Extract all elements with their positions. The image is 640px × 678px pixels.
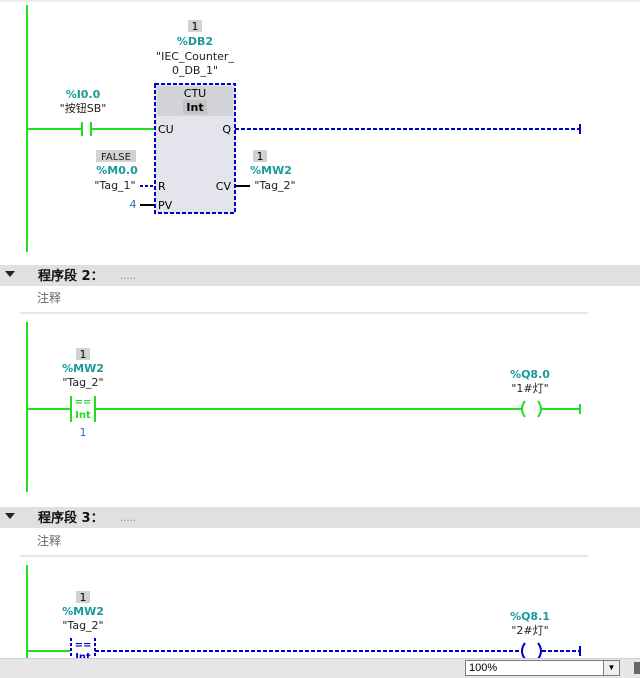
coil-name: "1#灯" — [511, 382, 548, 395]
contact-address[interactable]: %I0.0 — [66, 88, 101, 101]
r-monitor-value: FALSE — [101, 152, 131, 163]
status-indicator — [634, 662, 640, 674]
network-3: 1 %MW2 "Tag_2" == Int %Q8.1 "2#灯" — [26, 565, 581, 658]
cmp-monitor-ref: 1 — [80, 591, 87, 604]
network-2-title-field[interactable]: ..... — [120, 271, 136, 282]
output-coil[interactable] — [521, 642, 542, 658]
pin-cu: CU — [158, 123, 174, 136]
cmp-value[interactable]: 1 — [80, 426, 87, 439]
coil-address[interactable]: %Q8.0 — [510, 368, 550, 381]
network-3-header[interactable]: 程序段 3： ..... — [0, 507, 640, 528]
zoom-value: 100% — [469, 662, 498, 674]
instance-db-name-cont: 0_DB_1" — [172, 64, 218, 77]
network-2-header[interactable]: 程序段 2： ..... — [0, 265, 640, 286]
network-3-title-field[interactable]: ..... — [120, 513, 136, 524]
status-bar: 100% ▼ — [0, 658, 640, 678]
block-type: CTU — [184, 87, 206, 100]
cmp-name: "Tag_2" — [62, 619, 103, 632]
block-datatype[interactable]: Int — [186, 101, 203, 114]
pin-q: Q — [222, 123, 231, 136]
pv-value[interactable]: 4 — [130, 198, 137, 211]
cv-monitor-ref: 1 — [257, 150, 264, 163]
network-2-title: 程序段 2： — [38, 268, 104, 284]
instance-db-address[interactable]: %DB2 — [177, 35, 213, 48]
cmp-name: "Tag_2" — [62, 376, 103, 389]
network-1: 1 %DB2 "IEC_Counter_ 0_DB_1" %I0.0 "按钮SB… — [0, 0, 640, 252]
network-3-title: 程序段 3： — [38, 510, 104, 526]
cmp-type: Int — [75, 410, 91, 421]
collapse-icon[interactable] — [5, 271, 15, 277]
r-name: "Tag_1" — [94, 179, 135, 192]
compare-equal-instruction[interactable]: == Int — [70, 638, 96, 658]
network-3-comment[interactable]: 注释 — [20, 533, 588, 557]
instance-db-name[interactable]: "IEC_Counter_ — [156, 50, 234, 63]
pin-r: R — [158, 180, 166, 193]
network-2-comment[interactable]: 注释 — [20, 290, 588, 314]
cmp-type: Int — [75, 652, 91, 658]
cmp-operator: == — [75, 397, 92, 408]
cv-name: "Tag_2" — [254, 179, 295, 192]
network-2: 1 %MW2 "Tag_2" == Int 1 %Q8.0 "1#灯" — [26, 322, 581, 492]
compare-equal-instruction[interactable]: == Int — [70, 396, 96, 422]
coil-address[interactable]: %Q8.1 — [510, 610, 550, 623]
collapse-icon[interactable] — [5, 513, 15, 519]
pin-pv: PV — [158, 199, 173, 212]
ctu-counter-block[interactable]: CTU Int CU Q R CV PV — [154, 83, 236, 214]
comment-label[interactable]: 注释 — [37, 533, 61, 548]
cmp-monitor-ref: 1 — [80, 348, 87, 361]
zoom-select[interactable]: 100% ▼ — [465, 660, 620, 676]
ladder-editor[interactable]: 1 %DB2 "IEC_Counter_ 0_DB_1" %I0.0 "按钮SB… — [0, 0, 640, 658]
pin-cv: CV — [216, 180, 232, 193]
no-contact[interactable] — [81, 122, 92, 136]
output-coil[interactable] — [521, 400, 542, 418]
r-address[interactable]: %M0.0 — [96, 164, 138, 177]
contact-name: "按钮SB" — [60, 101, 107, 115]
cmp-operator: == — [75, 640, 92, 651]
instance-ref: 1 — [192, 20, 199, 33]
chevron-down-icon[interactable]: ▼ — [603, 661, 619, 675]
cv-address[interactable]: %MW2 — [250, 164, 292, 177]
cmp-address[interactable]: %MW2 — [62, 605, 104, 618]
comment-label[interactable]: 注释 — [37, 290, 61, 305]
coil-name: "2#灯" — [511, 624, 548, 637]
cmp-address[interactable]: %MW2 — [62, 362, 104, 375]
